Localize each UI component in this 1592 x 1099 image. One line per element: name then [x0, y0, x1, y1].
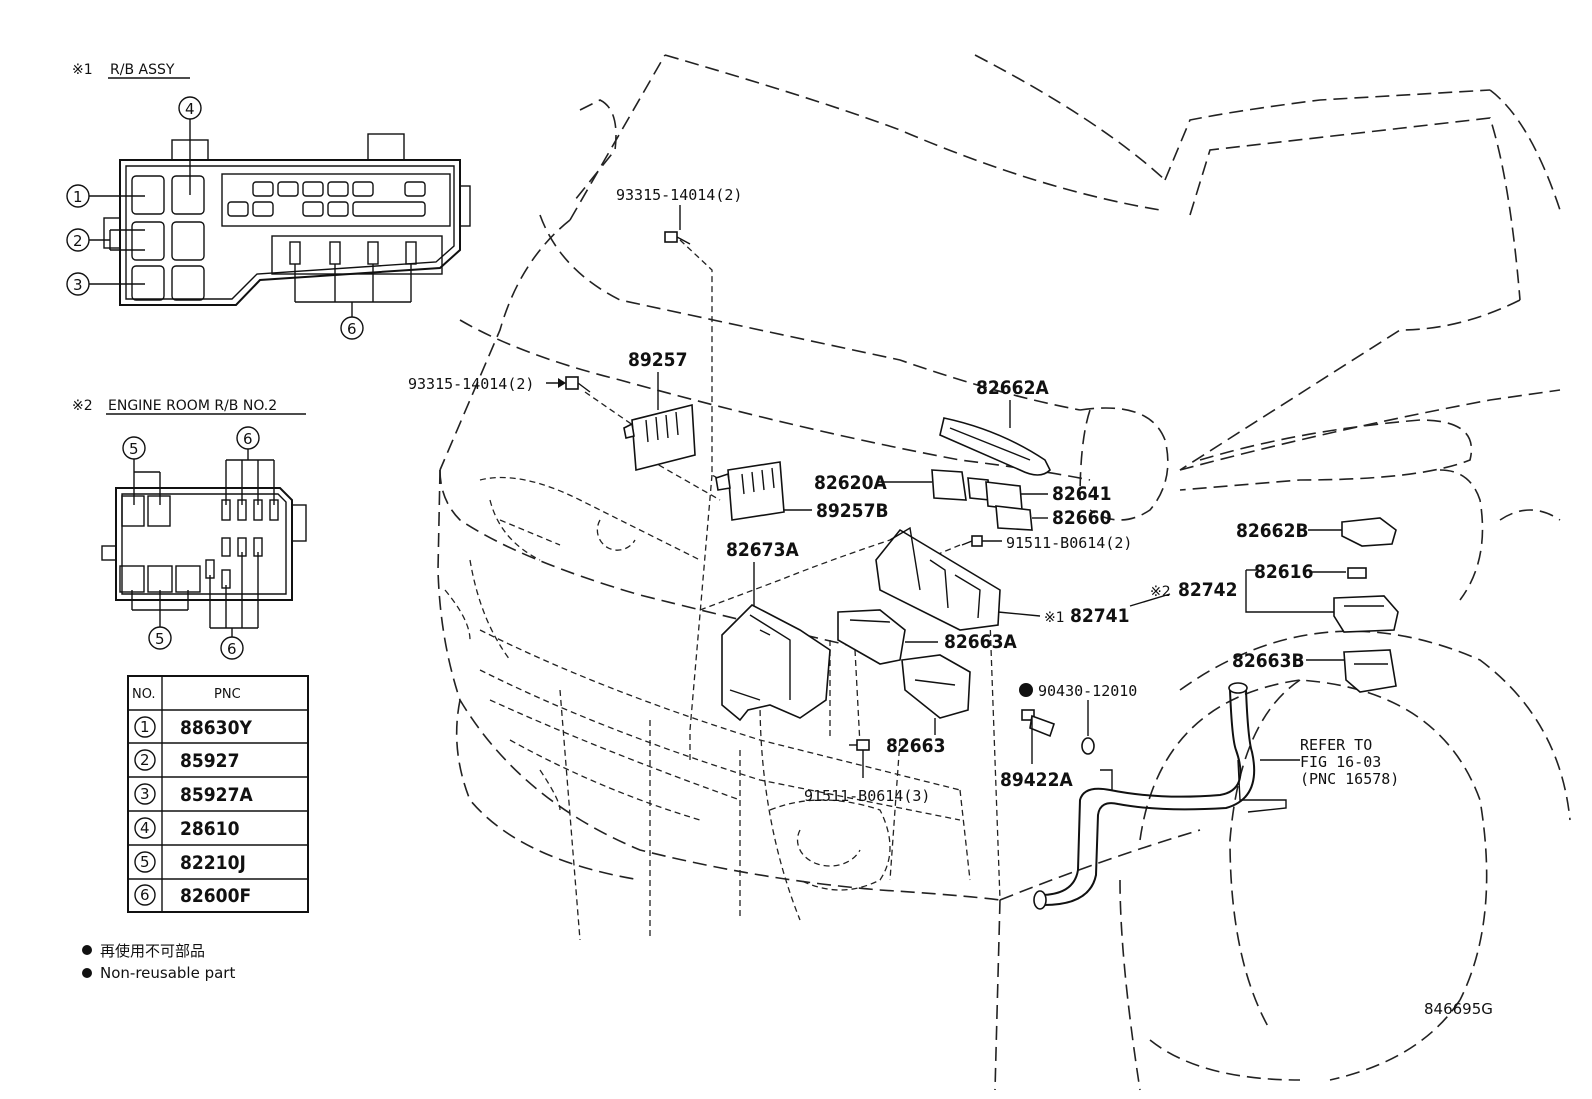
callout-2: 2: [73, 232, 83, 250]
label-93315-top: 93315-14014(2): [616, 186, 742, 204]
table-row: 6 82600F: [134, 884, 251, 907]
table-row-pnc: 82210J: [180, 852, 246, 874]
bracket-82673A: [721, 562, 831, 722]
gasket-90430: [1019, 683, 1095, 755]
table-row: 5 82210J: [134, 851, 246, 874]
label-refer-line1: REFER TO: [1300, 736, 1372, 754]
table-row: 3 85927A: [134, 783, 253, 806]
table-row-no: 1: [140, 718, 150, 736]
non-reusable-bullet-icon: [1019, 683, 1033, 697]
cover-82663: [901, 654, 971, 735]
section-engine-room-rb: ※2 ENGINE ROOM R/B NO.2 5 6: [72, 398, 307, 660]
cover-82662A: [939, 400, 1051, 476]
table-row-no: 4: [140, 819, 150, 837]
table-row-no: 3: [140, 785, 150, 803]
label-82662A: 82662A: [976, 377, 1049, 399]
label-89257B: 89257B: [816, 500, 889, 522]
label-93315-left: 93315-14014(2): [408, 375, 534, 393]
label-82616: 82616: [1254, 561, 1313, 583]
hose: [1033, 682, 1300, 910]
legend-en: Non-reusable part: [100, 964, 235, 982]
legend: 再使用不可部品 Non-reusable part: [82, 942, 235, 982]
label-82663B: 82663B: [1232, 650, 1305, 672]
label-90430: 90430-12010: [1038, 682, 1137, 700]
callout-6-bottom: 6: [227, 640, 237, 658]
table-row-pnc: 82600F: [180, 885, 251, 907]
table-row-no: 5: [140, 853, 150, 871]
label-82742-marker: ※2: [1150, 584, 1171, 600]
section1-title: R/B ASSY: [110, 62, 175, 78]
section-rb-assy: ※1 R/B ASSY 4: [66, 62, 471, 340]
section2-title: ENGINE ROOM R/B NO.2: [108, 398, 277, 414]
section1-marker: ※1: [72, 62, 93, 78]
bolt-93315-top: [664, 205, 691, 245]
figure-code: 846695G: [1424, 1000, 1493, 1018]
table-row-pnc: 85927A: [180, 784, 253, 806]
table-row-pnc: 28610: [180, 818, 240, 840]
table-row-no: 6: [140, 886, 150, 904]
callout-5-bottom: 5: [155, 630, 165, 648]
legend-jp: 再使用不可部品: [100, 942, 205, 960]
sensor-89422A: [1021, 709, 1056, 764]
table-header-no: NO.: [132, 687, 156, 702]
label-refer-line3: (PNC 16578): [1300, 770, 1399, 788]
table-header-pnc: PNC: [214, 687, 241, 702]
table-row-no: 2: [140, 751, 150, 769]
ecu-89257: [623, 372, 696, 472]
part-82616: [1310, 567, 1367, 579]
label-82660: 82660: [1052, 507, 1112, 529]
pnc-table: NO. PNC 1 88630Y 2 85927 3 85927A 4 2861…: [127, 675, 309, 913]
bolt-91511-upper: [961, 535, 1002, 547]
label-82663A: 82663A: [944, 631, 1017, 653]
table-row-pnc: 88630Y: [180, 717, 252, 739]
label-82742: 82742: [1178, 579, 1237, 601]
label-82620A: 82620A: [814, 472, 887, 494]
label-91511-lower: 91511-B0614(3): [804, 787, 930, 805]
label-82641: 82641: [1052, 483, 1111, 505]
table-row-pnc: 85927: [180, 750, 239, 772]
section2-marker: ※2: [72, 398, 93, 414]
label-82662B: 82662B: [1236, 520, 1309, 542]
parts-drawings: [546, 205, 1399, 910]
cover-82663B: [1306, 649, 1397, 693]
label-89422A: 89422A: [1000, 769, 1073, 791]
label-refer-line2: FIG 16-03: [1300, 753, 1381, 771]
callout-1: 1: [73, 188, 83, 206]
callout-6-top: 6: [347, 320, 357, 338]
label-82741-marker: ※1: [1044, 610, 1065, 626]
callout-4: 4: [185, 100, 195, 118]
bullet-icon: [82, 945, 92, 955]
table-row: 1 88630Y: [134, 716, 252, 739]
bolt-91511-lower: [849, 739, 870, 778]
part-labels: 93315-14014(2) 93315-14014(2) 89257 8925…: [408, 186, 1399, 805]
callout-6-upper: 6: [243, 430, 253, 448]
bolt-93315-left: [546, 376, 591, 393]
callout-3: 3: [73, 276, 83, 294]
ecu-89257B: [715, 461, 812, 521]
label-82673A: 82673A: [726, 539, 799, 561]
relay-block-82742: [1245, 569, 1399, 633]
label-91511-upper: 91511-B0614(2): [1006, 534, 1132, 552]
vehicle-outline: [437, 54, 1571, 1091]
cover-82662B: [1308, 517, 1397, 547]
table-row: 4 28610: [134, 817, 240, 840]
callout-5-top: 5: [129, 440, 139, 458]
label-82663: 82663: [886, 735, 945, 757]
label-89257: 89257: [628, 349, 687, 371]
table-row: 2 85927: [134, 749, 239, 772]
relay-box-82663A: [837, 609, 938, 665]
label-82741: 82741: [1070, 605, 1129, 627]
bullet-icon: [82, 968, 92, 978]
relay-block-82741: [875, 526, 1041, 631]
relays-group: [878, 469, 1048, 531]
